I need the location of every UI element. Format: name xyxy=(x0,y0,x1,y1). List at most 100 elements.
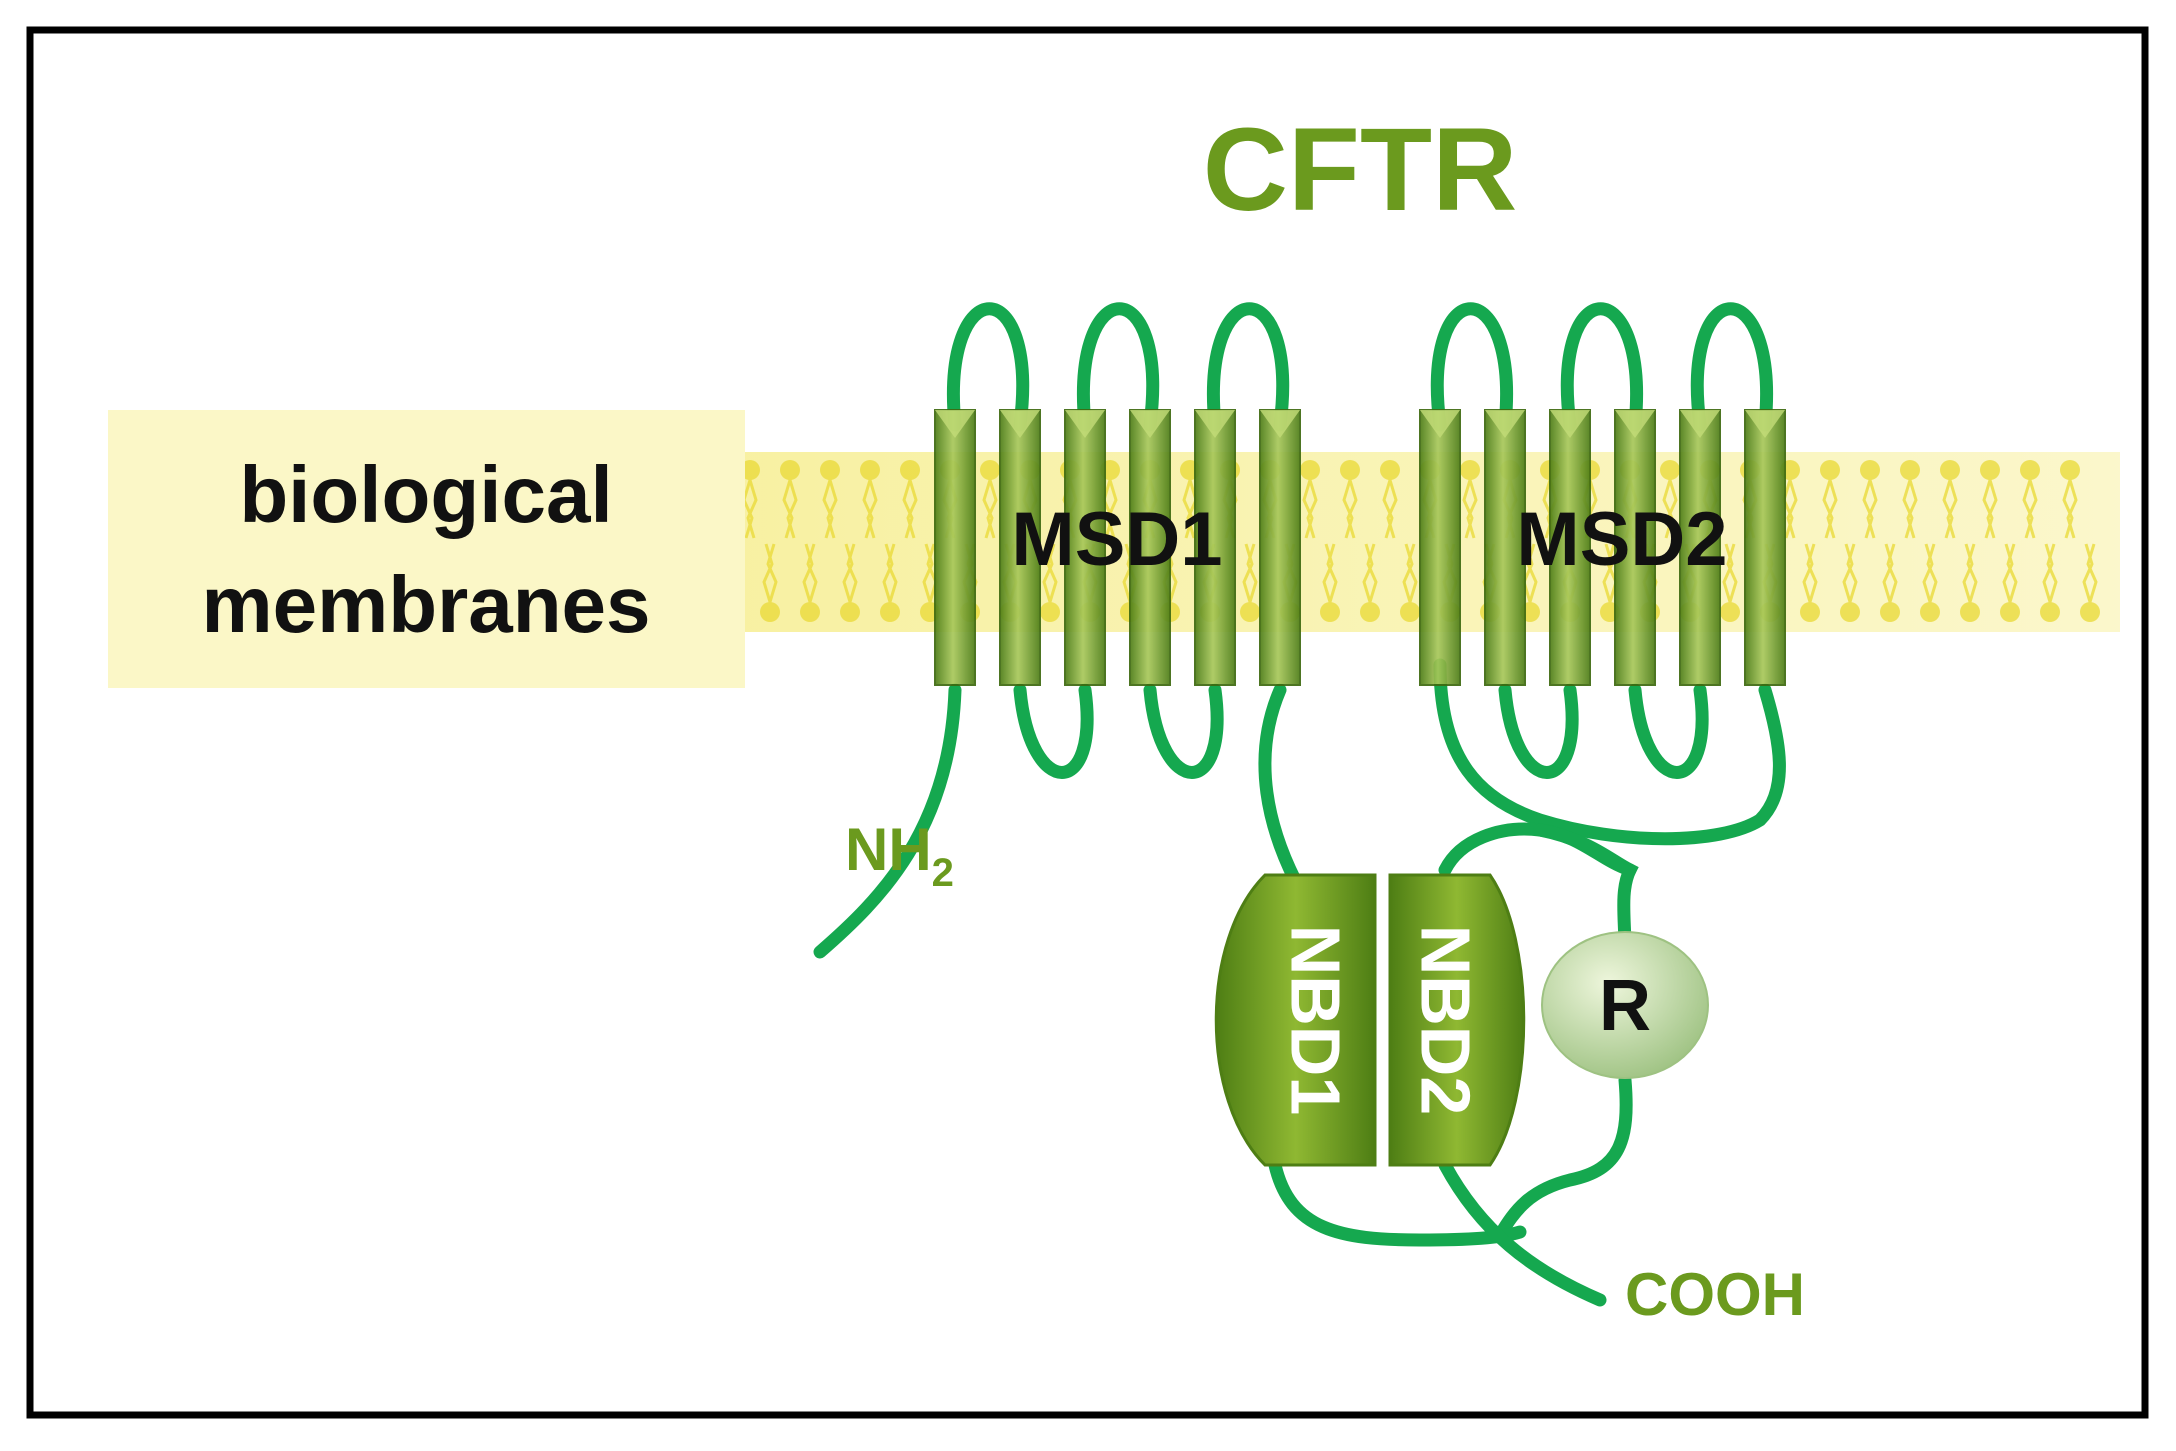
lipid-tail xyxy=(882,543,898,603)
lipid-head xyxy=(1880,602,1900,622)
diagram-title: CFTR xyxy=(1203,104,1518,236)
transmembrane-helix xyxy=(1549,409,1591,686)
lipid-tail xyxy=(1802,543,1818,603)
nbd2-label: NBD2 xyxy=(1407,925,1485,1116)
lipid-head xyxy=(1860,460,1880,480)
lipid-head xyxy=(780,460,800,480)
lipid-head xyxy=(1840,602,1860,622)
lipid-tail xyxy=(1322,543,1338,603)
lipid-tail xyxy=(1342,479,1358,539)
lipid-head xyxy=(760,602,780,622)
lipid-tail xyxy=(1882,543,1898,603)
lipid-tail xyxy=(1862,479,1878,539)
lipid-tail xyxy=(1362,543,1378,603)
lipid-head xyxy=(1300,460,1320,480)
helix-cap xyxy=(1065,410,1105,438)
lipid-head xyxy=(880,602,900,622)
lipid-head xyxy=(1980,460,2000,480)
lipid-head xyxy=(2040,602,2060,622)
lipid-tail xyxy=(762,543,778,603)
lipid-head xyxy=(1340,460,1360,480)
lipid-tail xyxy=(1942,479,1958,539)
helix-cap xyxy=(1130,410,1170,438)
membrane-label-line2: membranes xyxy=(201,560,650,649)
transmembrane-helix xyxy=(1064,409,1106,686)
lipid-tail xyxy=(2022,479,2038,539)
transmembrane-helix xyxy=(1744,409,1786,686)
lipid-tail xyxy=(902,479,918,539)
membrane-label-line1: biological xyxy=(239,450,612,539)
lipid-tail xyxy=(1402,543,1418,603)
lipid-head xyxy=(820,460,840,480)
lipid-tail xyxy=(1242,543,1258,603)
msd2-label: MSD2 xyxy=(1516,497,1727,582)
helix-cap xyxy=(1485,410,1525,438)
lipid-head xyxy=(2080,602,2100,622)
n-terminus-label: NH2 xyxy=(845,816,954,895)
lipid-head xyxy=(1240,602,1260,622)
lipid-head xyxy=(2000,602,2020,622)
lipid-head xyxy=(1920,602,1940,622)
lipid-head xyxy=(1360,602,1380,622)
lipid-tail xyxy=(982,479,998,539)
lipid-head xyxy=(1820,460,1840,480)
transmembrane-helix xyxy=(934,409,976,686)
lipid-tail xyxy=(1042,543,1058,603)
lipid-head xyxy=(1900,460,1920,480)
lipid-tail xyxy=(1842,543,1858,603)
lipid-tail xyxy=(1922,543,1938,603)
transmembrane-helix xyxy=(1679,409,1721,686)
membrane-label-box xyxy=(108,410,745,688)
lipid-tail xyxy=(1782,479,1798,539)
helix-cap xyxy=(1195,410,1235,438)
lipid-head xyxy=(1720,602,1740,622)
lipid-tail xyxy=(1902,479,1918,539)
lipid-head xyxy=(2020,460,2040,480)
lipid-tail xyxy=(822,479,838,539)
lipid-tail xyxy=(1182,479,1198,539)
lipid-tail xyxy=(2062,479,2078,539)
helix-cap xyxy=(1420,410,1460,438)
lipid-tail xyxy=(1602,543,1618,603)
helix-cap xyxy=(1550,410,1590,438)
lipid-head xyxy=(1940,460,1960,480)
nbd1-domain: NBD1 xyxy=(1214,873,1377,1167)
c-terminus-label: COOH xyxy=(1625,1261,1805,1328)
lipid-tail xyxy=(2002,543,2018,603)
lipid-tail xyxy=(1962,543,1978,603)
r-domain: R xyxy=(1541,931,1709,1079)
lipid-tail xyxy=(742,479,758,539)
lipid-head xyxy=(860,460,880,480)
lipid-head xyxy=(1400,602,1420,622)
lipid-tail xyxy=(1382,479,1398,539)
nbd1-label: NBD1 xyxy=(1277,925,1355,1116)
helix-cap xyxy=(1615,410,1655,438)
lipid-tail xyxy=(782,479,798,539)
lipid-tail xyxy=(922,543,938,603)
lipid-head xyxy=(980,460,1000,480)
lipid-head xyxy=(1380,460,1400,480)
lipid-head xyxy=(1660,460,1680,480)
lipid-tail xyxy=(802,543,818,603)
helix-cap xyxy=(1680,410,1720,438)
lipid-head xyxy=(900,460,920,480)
lipid-tail xyxy=(2082,543,2098,603)
lipid-head xyxy=(1960,602,1980,622)
nbd2-domain: NBD2 xyxy=(1388,873,1526,1167)
transmembrane-helix xyxy=(1194,409,1236,686)
lipid-head xyxy=(2060,460,2080,480)
polypeptide-chain xyxy=(813,302,1786,1307)
lipid-tail xyxy=(2042,543,2058,603)
lipid-tail xyxy=(1102,479,1118,539)
msd1-label: MSD1 xyxy=(1011,497,1222,582)
r-label: R xyxy=(1599,966,1651,1046)
lipid-head xyxy=(1800,602,1820,622)
lipid-head xyxy=(840,602,860,622)
helix-cap xyxy=(1745,410,1785,438)
lipid-head xyxy=(1460,460,1480,480)
transmembrane-helix xyxy=(1259,409,1301,686)
lipid-tail xyxy=(842,543,858,603)
transmembrane-helix xyxy=(1419,409,1461,686)
